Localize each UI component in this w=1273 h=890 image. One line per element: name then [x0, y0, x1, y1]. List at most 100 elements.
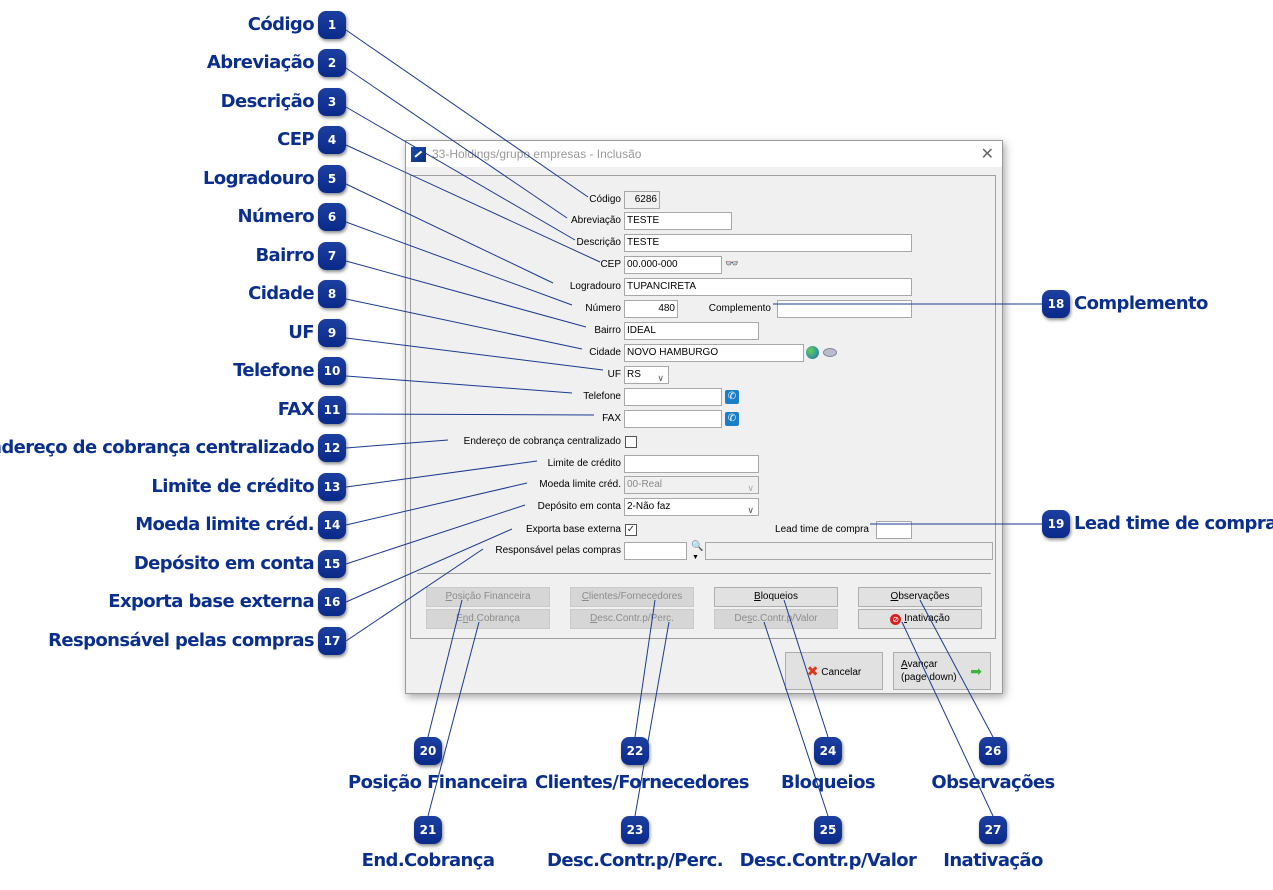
button-label: vançar	[907, 659, 938, 670]
endereco-cobranca-label: Endereço de cobrança centralizado	[463, 436, 621, 447]
button-label: Avançar (page down)	[901, 658, 957, 684]
callout-label-clientes-fornecedores: Clientes/Fornecedores	[535, 772, 749, 793]
endereco-cobranca-checkbox[interactable]	[625, 436, 637, 448]
callout-badge-12: 12	[318, 434, 346, 462]
globe-icon[interactable]	[806, 346, 819, 359]
complemento-label: Complemento	[708, 303, 771, 314]
callout-label-deposito-conta: Depósito em conta	[133, 553, 315, 574]
cidade-input[interactable]: NOVO HAMBURGO	[624, 344, 804, 362]
bloqueios-button[interactable]: Bloqueios	[714, 587, 838, 607]
telefone-input[interactable]	[624, 388, 722, 406]
callout-label-uf: UF	[288, 322, 314, 343]
numero-input[interactable]: 480	[624, 300, 678, 318]
exporta-base-checkbox[interactable]: ✓	[625, 524, 637, 536]
callout-badge-3: 3	[318, 88, 346, 116]
callout-label-fax: FAX	[277, 399, 315, 420]
callout-label-end-cobranca: End.Cobrança	[361, 850, 495, 871]
abreviacao-input[interactable]: TESTE	[624, 212, 732, 230]
callout-badge-24: 24	[814, 737, 842, 765]
callout-badge-16: 16	[318, 588, 346, 616]
callout-label-lead-time: Lead time de compra	[1074, 513, 1273, 534]
dropdown-arrow-icon[interactable]: ▼	[692, 554, 699, 561]
callout-badge-4: 4	[318, 126, 346, 154]
observacoes-button[interactable]: Observações	[858, 587, 982, 607]
descricao-input[interactable]: TESTE	[624, 234, 912, 252]
callout-label-desc-valor: Desc.Contr.p/Valor	[739, 850, 917, 871]
callout-badge-15: 15	[318, 550, 346, 578]
moeda-limite-value: 00-Real	[627, 479, 663, 490]
callout-label-posicao-financeira: Posição Financeira	[348, 772, 528, 793]
button-accelerator-key: I	[904, 613, 907, 624]
callout-badge-8: 8	[318, 280, 346, 308]
callout-label-inativacao: Inativação	[943, 850, 1043, 871]
close-icon[interactable]: ✕	[980, 146, 994, 163]
callout-label-complemento: Complemento	[1074, 293, 1208, 314]
callout-badge-23: 23	[621, 816, 649, 844]
phone-icon[interactable]: ✆	[725, 390, 739, 404]
button-accelerator-key: O	[890, 591, 899, 602]
phone-icon[interactable]: ✆	[725, 412, 739, 426]
numero-label: Número	[585, 303, 621, 314]
limite-credito-label: Limite de crédito	[547, 458, 621, 469]
responsavel-input[interactable]	[624, 542, 687, 560]
responsavel-description	[705, 542, 993, 560]
abreviacao-label: Abreviação	[570, 215, 621, 226]
uf-value: RS	[627, 369, 641, 380]
cidade-label: Cidade	[589, 347, 621, 358]
callout-badge-14: 14	[318, 511, 346, 539]
clientes-fornecedores-button[interactable]: Clientes/Fornecedores	[570, 587, 694, 607]
callout-label-descricao: Descrição	[220, 91, 315, 112]
logradouro-input[interactable]: TUPANCIRETA	[624, 278, 912, 296]
button-accelerator-key: D	[590, 613, 598, 624]
callout-badge-22: 22	[621, 737, 649, 765]
button-label: d.Cobrança	[468, 613, 520, 624]
lead-time-input[interactable]	[876, 521, 912, 539]
dialog-window: 33-Holdings/grupo empresas - Inclusão ✕ …	[405, 140, 1003, 694]
fax-input[interactable]	[624, 410, 722, 428]
button-accelerator-key: B	[754, 591, 761, 602]
button-accelerator-key: C	[581, 591, 589, 602]
binoculars-icon[interactable]: 👓	[725, 258, 739, 270]
bairro-input[interactable]: IDEAL	[624, 322, 759, 340]
cep-label: CEP	[600, 259, 621, 270]
button-label: lientes/Fornecedores	[588, 591, 683, 602]
button-label: loqueios	[760, 591, 798, 602]
end-cobranca-button[interactable]: End.Cobrança	[426, 609, 550, 629]
button-label: osição Financeira	[452, 591, 531, 602]
button-label: bservações	[898, 591, 950, 602]
posicao-financeira-button[interactable]: Posição Financeira	[426, 587, 550, 607]
prohibited-icon: ⊘	[890, 614, 902, 625]
callout-label-logradouro: Logradouro	[202, 168, 315, 189]
callout-badge-25: 25	[814, 816, 842, 844]
callout-label-limite-credito: Limite de crédito	[151, 476, 314, 497]
cancelar-button[interactable]: ✖ Cancelar	[785, 652, 883, 690]
callout-badge-6: 6	[318, 203, 346, 231]
callout-badge-13: 13	[318, 473, 346, 501]
search-icon[interactable]: 🔍	[691, 541, 704, 552]
moeda-limite-select: 00-Real ∨	[624, 476, 759, 494]
callout-badge-11: 11	[318, 396, 346, 424]
callout-badge-7: 7	[318, 242, 346, 270]
desc-contr-valor-button[interactable]: Desc.Contr.p/Valor	[714, 609, 838, 629]
fax-label: FAX	[602, 413, 621, 424]
desc-contr-perc-button[interactable]: Desc.Contr.p/Perc.	[570, 609, 694, 629]
form-panel: Código 6286 Abreviação TESTE Descrição T…	[410, 175, 996, 639]
button-label: nativação	[906, 613, 950, 624]
button-label: De	[734, 613, 748, 624]
complemento-input[interactable]	[777, 300, 912, 318]
compass-icon[interactable]	[823, 348, 837, 357]
callout-label-abreviacao: Abreviação	[206, 52, 315, 73]
avancar-button[interactable]: Avançar (page down) ➡	[893, 652, 991, 690]
limite-credito-input[interactable]	[624, 455, 759, 473]
callout-badge-27: 27	[979, 816, 1007, 844]
arrow-right-icon: ➡	[970, 663, 982, 679]
callout-badge-1: 1	[318, 11, 346, 39]
cep-input[interactable]: 00.000-000	[624, 256, 722, 274]
descricao-label: Descrição	[576, 237, 621, 248]
callout-label-telefone: Telefone	[233, 360, 315, 381]
moeda-limite-label: Moeda limite créd.	[539, 479, 621, 490]
logradouro-label: Logradouro	[569, 281, 621, 292]
inativacao-button[interactable]: ⊘Inativação	[858, 609, 982, 629]
uf-select[interactable]: RS ∨	[624, 366, 669, 384]
deposito-conta-select[interactable]: 2-Não faz ∨	[624, 498, 759, 516]
